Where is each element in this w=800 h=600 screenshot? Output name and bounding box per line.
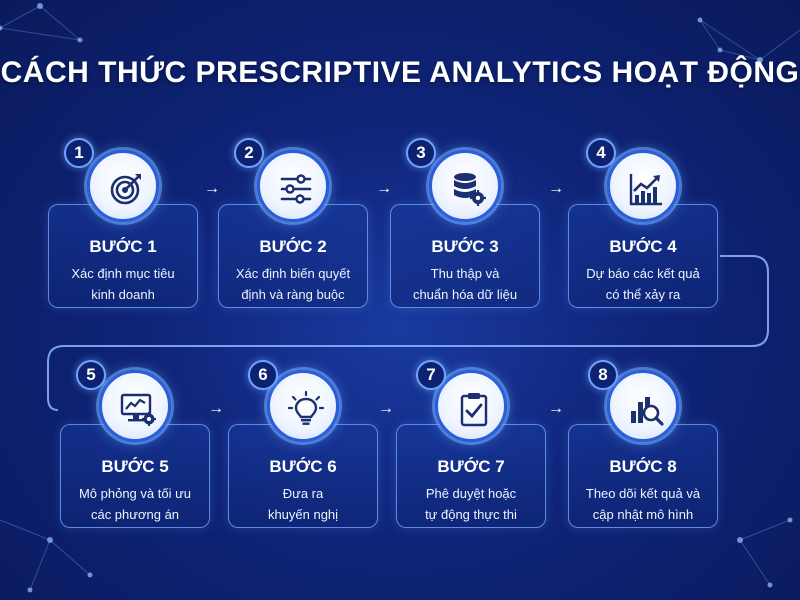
step-description-line: Theo dõi kết quả và [585,486,701,501]
step-number-badge: 7 [416,360,446,390]
step-description: Thu thập và chuẩn hóa dữ liệu [395,263,535,305]
step-description: Xác định biến quyết định và ràng buộc [223,263,363,305]
step-number-badge: 8 [588,360,618,390]
step-number-badge: 3 [406,138,436,168]
step-title: BƯỚC 5 [101,457,169,476]
step-description-line: Mô phỏng và tối ưu [78,486,192,501]
arrow-right-icon: → [548,180,564,197]
step-number-badge: 1 [64,138,94,168]
step-description-line: định và ràng buộc [241,287,345,302]
step-description-line: các phương án [90,507,180,522]
step-number-badge: 2 [234,138,264,168]
step-description: Đưa ra khuyến nghị [233,483,373,525]
arrow-right-icon: → [376,180,392,197]
step-description-line: cập nhật mô hình [592,507,694,522]
step-title: BƯỚC 2 [259,237,327,256]
step-description: Mô phỏng và tối ưu các phương án [65,483,205,525]
monitor-gear-icon [99,370,171,442]
database-gear-icon [429,150,501,222]
chart-search-icon [607,370,679,442]
step-description-line: Dự báo các kết quả [586,266,700,281]
arrow-right-icon: → [204,180,220,197]
step-description: Dự báo các kết quả có thể xảy ra [573,263,713,305]
step-description-line: kinh doanh [91,287,155,302]
step-description-line: Xác định mục tiêu [71,266,175,281]
step-description-line: tự động thực thi [425,507,517,522]
step-card-4: BƯỚC 4 Dự báo các kết quả có thể xảy ra [568,204,718,308]
target-icon [87,150,159,222]
step-description: Xác định mục tiêu kinh doanh [53,263,193,305]
step-description-line: Thu thập và [430,266,500,281]
step-title: BƯỚC 4 [609,237,677,256]
step-description: Phê duyệt hoặc tự động thực thi [401,483,541,525]
step-description-line: Đưa ra [282,486,324,501]
step-title: BƯỚC 7 [437,457,505,476]
page-title: CÁCH THỨC PRESCRIPTIVE ANALYTICS HOẠT ĐỘ… [0,56,800,89]
step-number-badge: 4 [586,138,616,168]
step-title: BƯỚC 8 [609,457,677,476]
step-title: BƯỚC 1 [89,237,157,256]
step-description-line: có thể xảy ra [605,287,681,302]
arrow-right-icon: → [548,400,564,417]
step-number-badge: 5 [76,360,106,390]
arrow-right-icon: → [378,400,394,417]
step-title: BƯỚC 6 [269,457,337,476]
clipboard-check-icon [435,370,507,442]
lightbulb-icon [267,370,339,442]
sliders-icon [257,150,329,222]
step-description-line: khuyến nghị [267,507,339,522]
step-description-line: chuẩn hóa dữ liệu [412,287,518,302]
step-title: BƯỚC 3 [431,237,499,256]
step-number-badge: 6 [248,360,278,390]
arrow-right-icon: → [208,400,224,417]
step-description-line: Phê duyệt hoặc [425,486,517,501]
step-description: Theo dõi kết quả và cập nhật mô hình [573,483,713,525]
trend-chart-icon [607,150,679,222]
step-description-line: Xác định biến quyết [235,266,351,281]
